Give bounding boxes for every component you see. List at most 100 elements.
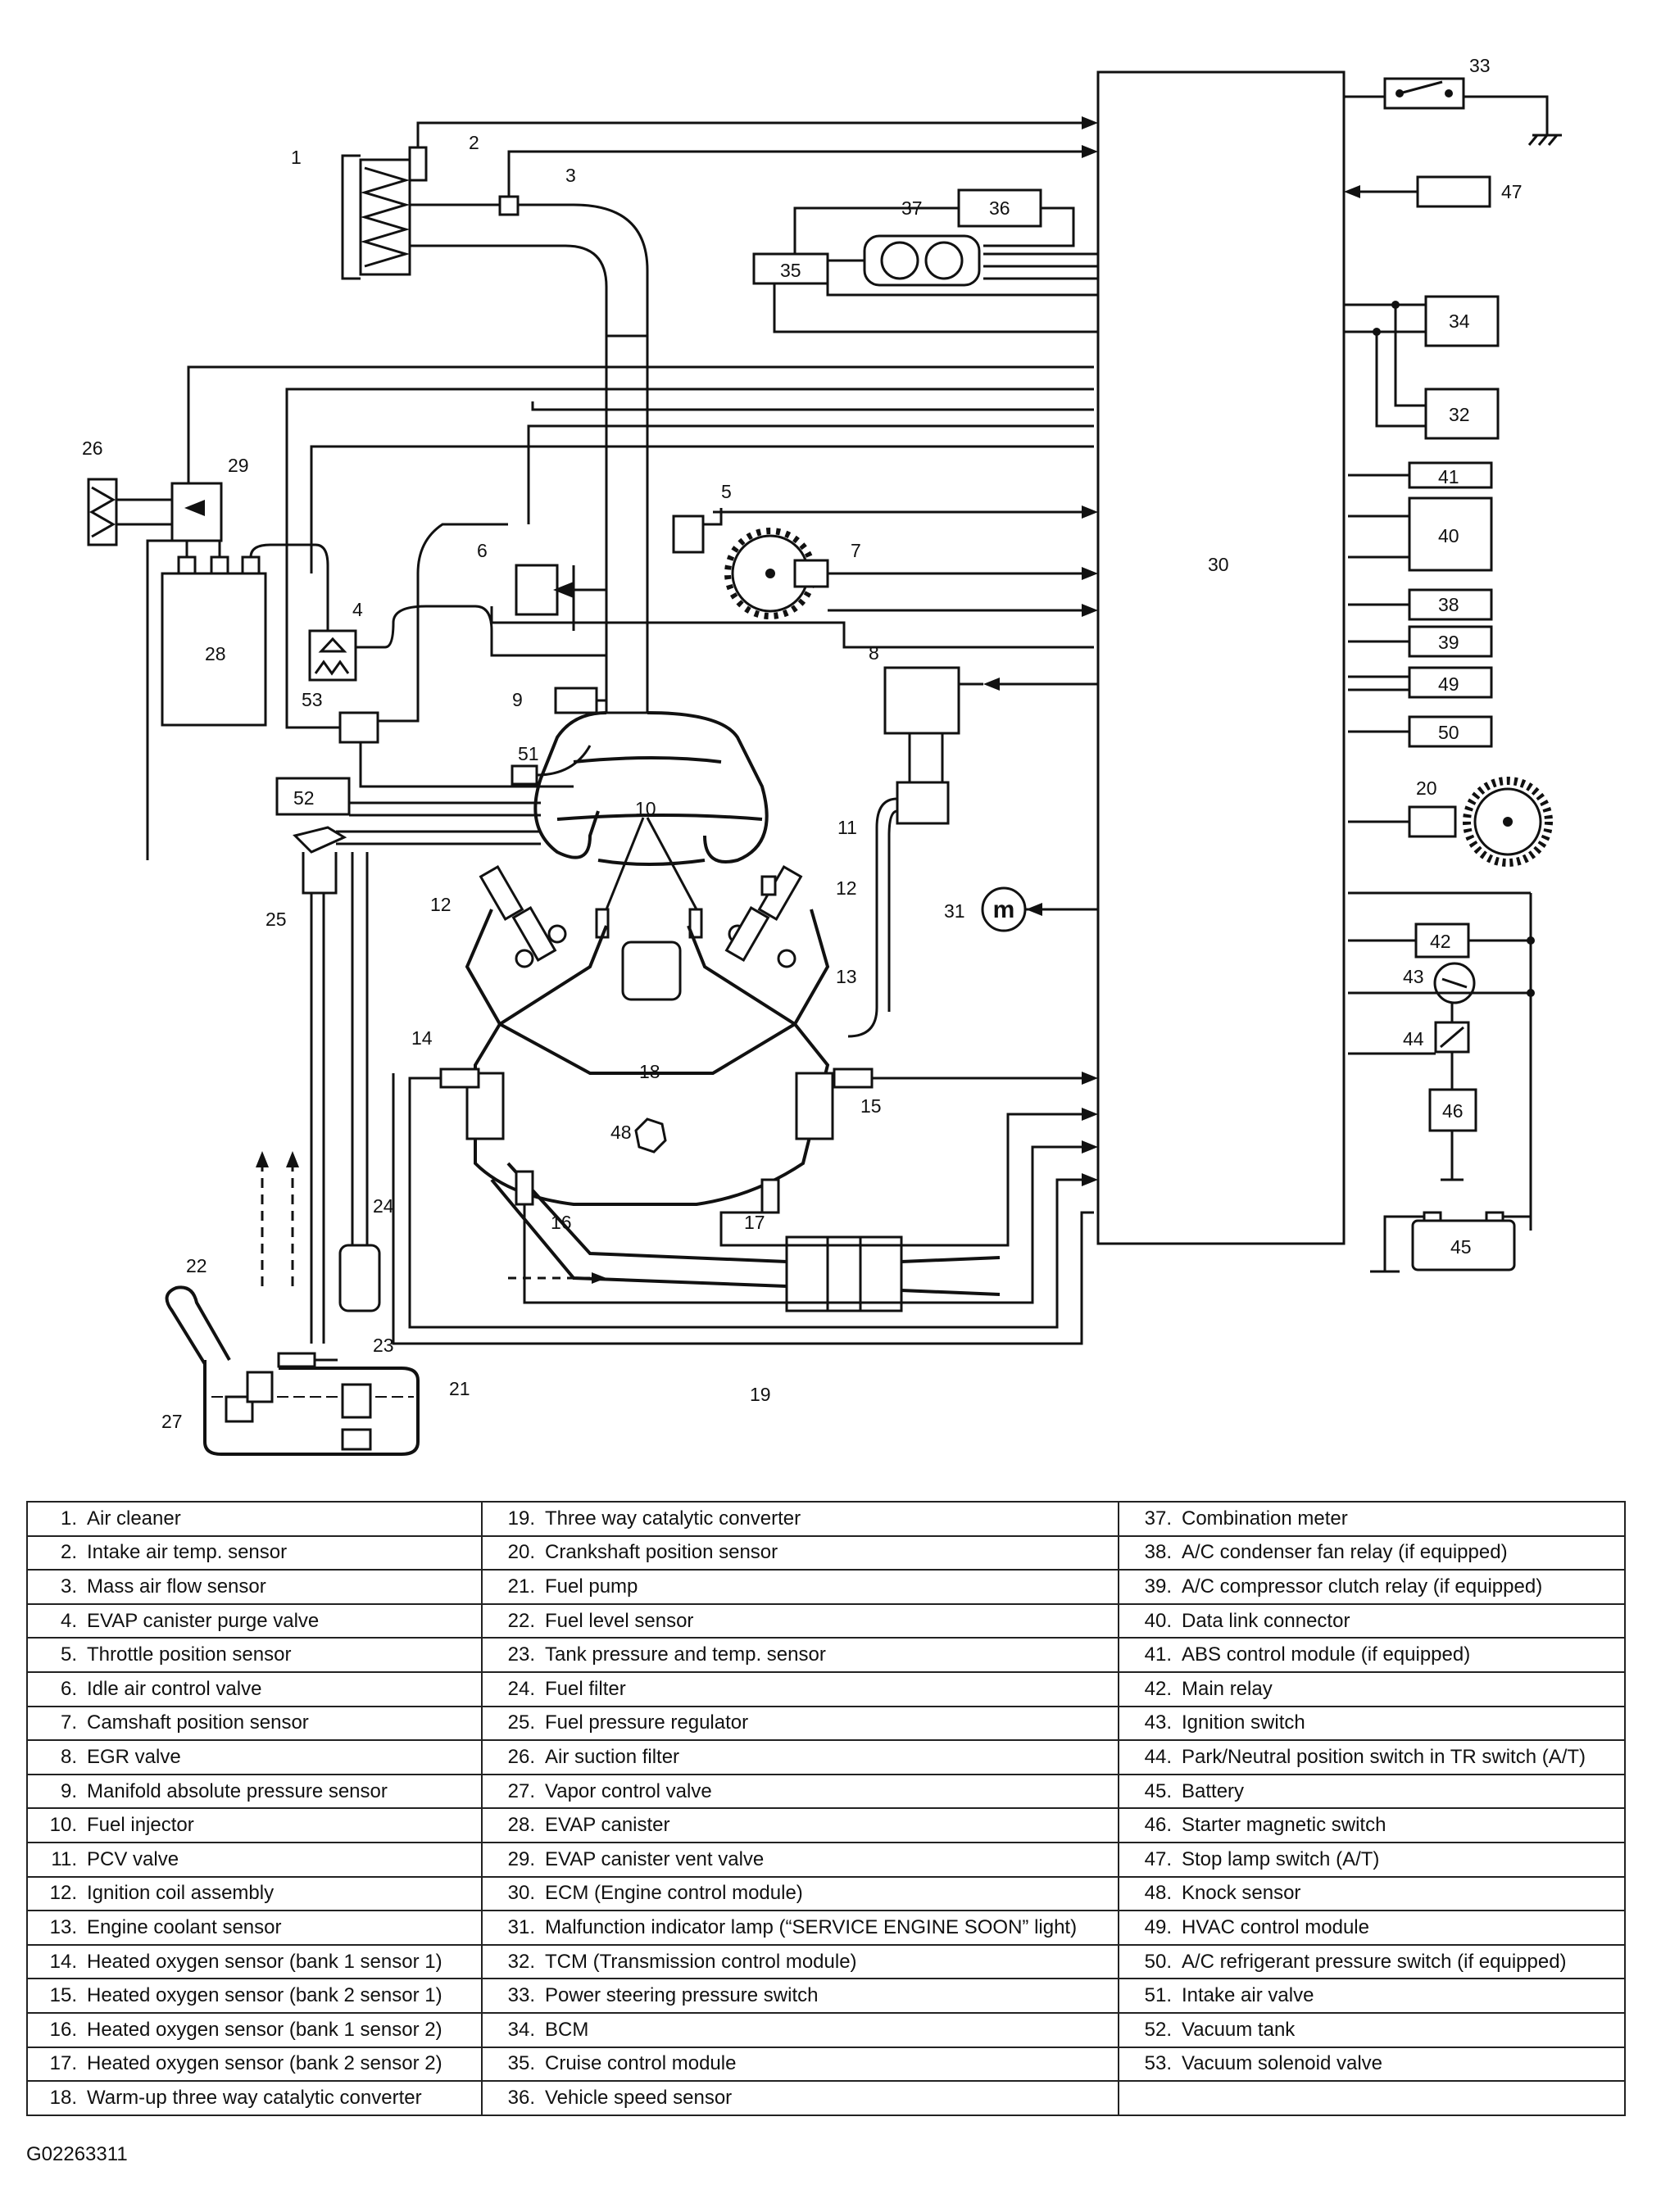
legend-cell: 20.Crankshaft position sensor — [481, 1534, 1119, 1571]
legend-cell: 40.Data link connector — [1118, 1602, 1626, 1639]
svg-text:40: 40 — [1438, 525, 1459, 546]
ecm-box — [1096, 70, 1346, 1245]
legend-number: 45. — [1144, 1779, 1172, 1802]
oxygen-sensors — [439, 1067, 874, 1214]
svg-text:1: 1 — [291, 147, 302, 168]
legend-cell: 4.EVAP canister purge valve — [26, 1602, 483, 1639]
legend-number: 21. — [507, 1575, 535, 1598]
malfunction-indicator-lamp: m — [981, 886, 1098, 932]
legend-cell: 41.ABS control module (if equipped) — [1118, 1637, 1626, 1673]
legend-cell: 50.A/C refrigerant pressure switch (if e… — [1118, 1943, 1626, 1980]
legend-label: Fuel pressure regulator — [545, 1711, 749, 1734]
legend-label: Vehicle speed sensor — [545, 2086, 733, 2109]
engine-block — [465, 909, 830, 1075]
svg-text:31: 31 — [944, 900, 965, 922]
legend-cell: 37. Combination meter — [1118, 1501, 1626, 1537]
fuel-lines — [256, 826, 541, 1344]
svg-text:26: 26 — [82, 437, 103, 459]
legend-number: 40. — [1144, 1609, 1172, 1632]
fuel-filter — [338, 1244, 381, 1312]
legend-label: Ignition coil assembly — [87, 1882, 275, 1905]
legend-label: Fuel injector — [87, 1814, 194, 1837]
legend-label: EVAP canister — [545, 1814, 670, 1837]
legend-label: Knock sensor — [1182, 1882, 1301, 1905]
legend-cell: 3.Mass air flow sensor — [26, 1569, 483, 1605]
svg-text:32: 32 — [1449, 404, 1470, 425]
legend-label: A/C condenser fan relay (if equipped) — [1182, 1541, 1508, 1564]
legend-number: 12. — [49, 1882, 77, 1905]
legend-label: Vacuum solenoid valve — [1182, 2052, 1383, 2075]
svg-text:12: 12 — [836, 877, 857, 899]
legend-label: Vapor control valve — [545, 1779, 712, 1802]
legend-number: 27. — [507, 1779, 535, 1802]
legend-number: 28. — [507, 1814, 535, 1837]
legend-number: 46. — [1144, 1814, 1172, 1837]
svg-text:27: 27 — [161, 1411, 183, 1432]
legend-label: Heated oxygen sensor (bank 2 sensor 2) — [87, 2052, 442, 2075]
legend-number: 29. — [507, 1847, 535, 1870]
idle-air-control-valve — [515, 564, 606, 616]
legend-number: 5. — [60, 1643, 77, 1666]
svg-text:39: 39 — [1438, 632, 1459, 653]
legend-label: Fuel pump — [545, 1575, 638, 1598]
legend-number: 37. — [1144, 1507, 1172, 1530]
legend-row: 17. Heated oxygen sensor (bank 2 sensor 2… — [26, 2046, 1626, 2083]
svg-text:5: 5 — [721, 481, 732, 502]
legend-number: 35. — [507, 2052, 535, 2075]
svg-text:29: 29 — [228, 455, 249, 476]
legend-number: 20. — [507, 1541, 535, 1564]
ac-condenser-fan-relay — [1408, 588, 1493, 621]
abs-module — [1408, 461, 1493, 489]
legend-number: 7. — [60, 1711, 77, 1734]
legend-number: 11. — [51, 1847, 77, 1870]
legend-cell — [1118, 2080, 1626, 2116]
legend-cell: 9.Manifold absolute pressure sensor — [26, 1773, 483, 1810]
legend-cell: 19.Three way catalytic converter — [481, 1501, 1119, 1537]
svg-text:52: 52 — [293, 787, 315, 809]
power-supply-circuit — [1348, 891, 1535, 1273]
svg-text:25: 25 — [265, 909, 287, 930]
legend-cell: 28. EVAP canister — [481, 1807, 1119, 1843]
legend-cell: 31.Malfunction indicator lamp (“SERVICE … — [481, 1910, 1119, 1946]
legend-number: 34. — [507, 2018, 535, 2041]
legend-number: 50. — [1144, 1950, 1172, 1973]
legend-label: Vacuum tank — [1182, 2018, 1296, 2041]
legend-number: 51. — [1144, 1984, 1172, 2007]
legend-label: Heated oxygen sensor (bank 1 sensor 1) — [87, 1950, 442, 1973]
svg-text:35: 35 — [780, 260, 801, 281]
legend-number: 17. — [49, 2052, 77, 2075]
legend-number: 48. — [1144, 1882, 1172, 1905]
svg-text:16: 16 — [551, 1212, 572, 1233]
tcm — [1424, 388, 1500, 440]
svg-text:4: 4 — [352, 599, 363, 620]
svg-text:42: 42 — [1430, 931, 1451, 952]
legend-number: 33. — [507, 1984, 535, 2007]
legend-cell: 22.Fuel level sensor — [481, 1602, 1119, 1639]
evap-vent — [87, 367, 223, 546]
legend-number: 14. — [49, 1950, 77, 1973]
legend-cell: 16.Heated oxygen sensor (bank 1 sensor 2… — [26, 2011, 483, 2048]
svg-text:33: 33 — [1469, 55, 1491, 76]
legend-number: 6. — [60, 1677, 77, 1700]
legend-label: TCM (Transmission control module) — [545, 1950, 857, 1973]
svg-text:48: 48 — [610, 1122, 632, 1143]
legend-cell: 2.Intake air temp. sensor — [26, 1534, 483, 1571]
svg-text:30: 30 — [1208, 554, 1229, 575]
svg-text:38: 38 — [1438, 594, 1459, 615]
legend-label: Heated oxygen sensor (bank 1 sensor 2) — [87, 2018, 442, 2041]
legend-label: Air cleaner — [87, 1507, 181, 1530]
svg-text:44: 44 — [1403, 1028, 1424, 1049]
ignition-coils — [479, 864, 803, 963]
svg-text:7: 7 — [851, 540, 861, 561]
legend-cell: 42.Main relay — [1118, 1670, 1626, 1707]
legend-label: ABS control module (if equipped) — [1182, 1643, 1471, 1666]
svg-text:13: 13 — [836, 966, 857, 987]
throttle-position-sensor — [672, 508, 723, 554]
legend-label: EGR valve — [87, 1745, 181, 1768]
legend-cell: 24.Fuel filter — [481, 1670, 1119, 1707]
legend-label: Combination meter — [1182, 1507, 1348, 1530]
